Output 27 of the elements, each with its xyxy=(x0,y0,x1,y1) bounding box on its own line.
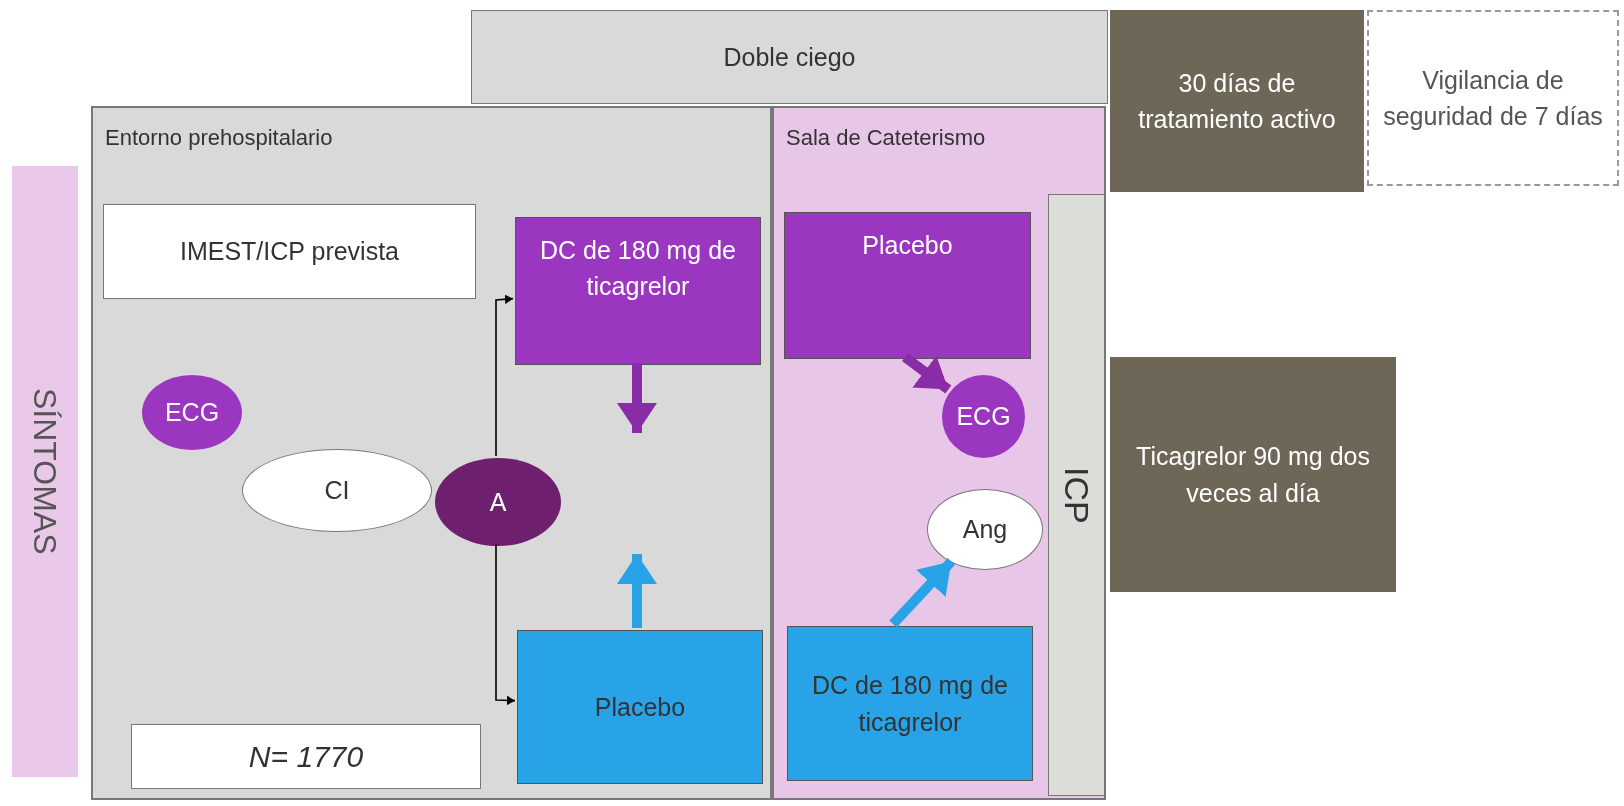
label-box: IMEST/ICP prevista xyxy=(103,204,476,299)
panel-title: Sala de Cateterismo xyxy=(786,124,986,152)
setting-panel xyxy=(772,106,1106,800)
treatment-box: DC de 180 mg de ticagrelor xyxy=(515,217,761,365)
step-ellipse: CI xyxy=(242,449,432,532)
phase-bar: Doble ciego xyxy=(471,10,1108,104)
arrow xyxy=(495,294,514,457)
step-ellipse: ECG xyxy=(142,375,242,450)
block-arrow xyxy=(902,353,952,394)
procedure-bar: ICP xyxy=(1048,194,1105,796)
treatment-box: DC de 180 mg de ticagrelor xyxy=(787,626,1033,781)
panel-title: Entorno prehospitalario xyxy=(105,124,333,152)
block-arrow xyxy=(889,558,955,628)
treatment-box: Placebo xyxy=(784,212,1031,359)
block-arrow xyxy=(617,554,657,628)
treatment-box: Placebo xyxy=(517,630,763,784)
phase-band: SÍNTOMAS xyxy=(12,166,78,777)
phase-box: Vigilancia de seguridad de 7 días xyxy=(1367,10,1619,186)
arrow xyxy=(495,543,516,706)
step-ellipse: ECG xyxy=(942,375,1025,458)
step-ellipse: A xyxy=(435,458,561,546)
phase-box: Ticagrelor 90 mg dos veces al día xyxy=(1110,357,1396,592)
phase-box: 30 días de tratamiento activo xyxy=(1110,10,1364,192)
label-box: N= 1770 xyxy=(131,724,481,789)
setting-panel xyxy=(91,106,772,800)
step-ellipse: Ang xyxy=(927,489,1043,570)
block-arrow xyxy=(617,363,657,433)
